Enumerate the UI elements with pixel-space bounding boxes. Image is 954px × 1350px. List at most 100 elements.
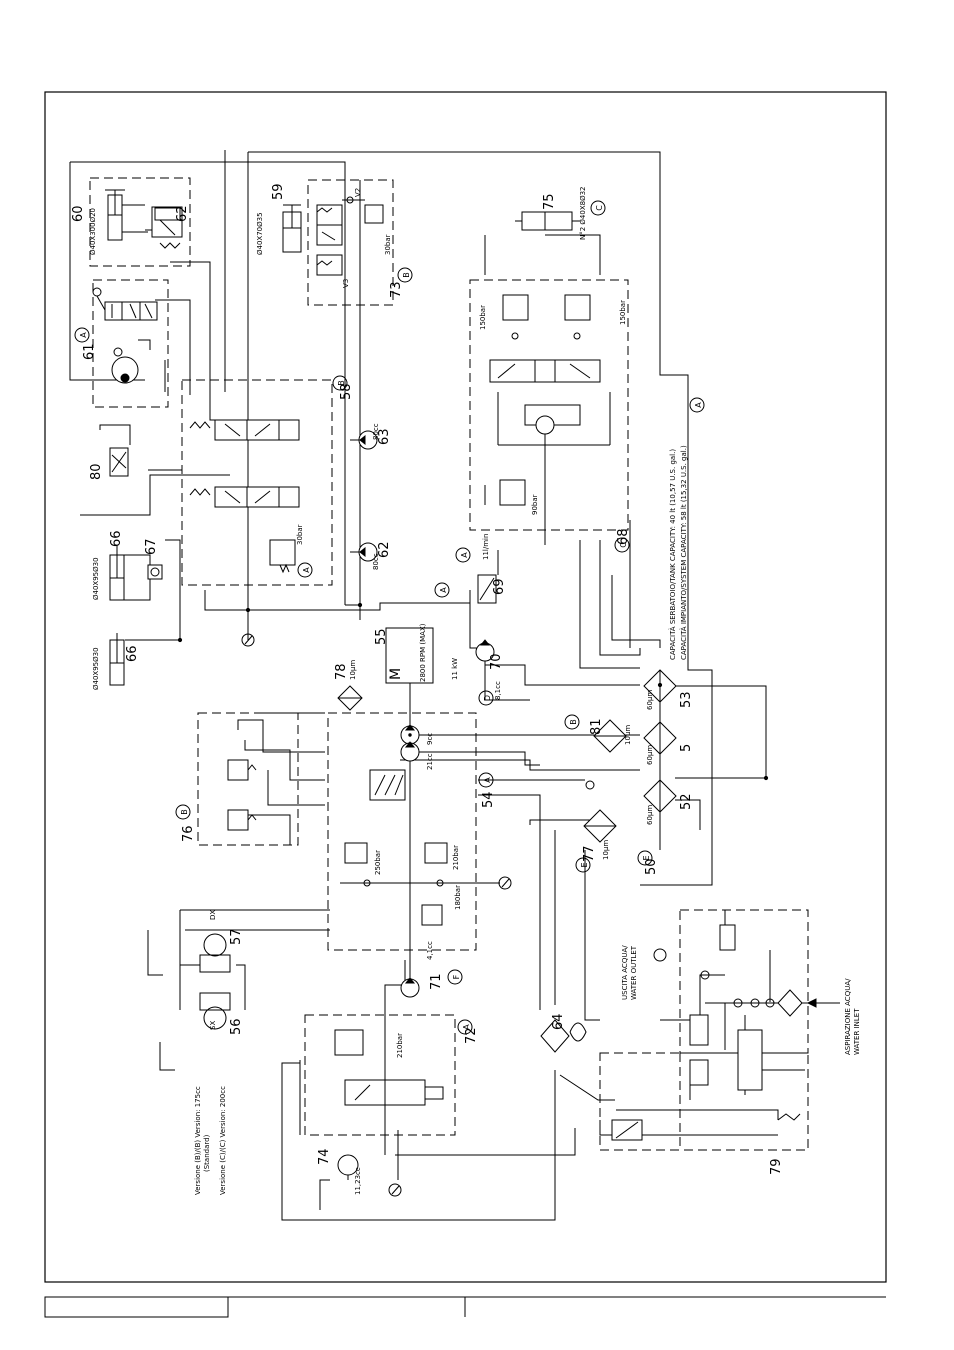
group-68-box (469, 279, 629, 531)
junction-dots (177, 602, 769, 781)
label-76: 76 (181, 825, 196, 842)
filter-52 (643, 779, 677, 813)
spec-motor-55-symbol: M (388, 668, 404, 680)
spec-motor-55-power: 11 kW (451, 658, 459, 680)
marker-61: A (79, 332, 88, 338)
directional-valve-54 (369, 769, 406, 801)
group-72-box (304, 1014, 456, 1136)
version-standard: (Standard) (203, 1134, 211, 1172)
label-61: 61 (82, 343, 97, 360)
cylinder-66a (109, 545, 125, 601)
spec-motor-74: 11,23cc (354, 1167, 362, 1195)
relief-valves-54 (340, 842, 500, 926)
pump-70 (475, 639, 495, 662)
label-58: 58 (339, 383, 354, 400)
valve-61 (92, 287, 158, 321)
flow-regulator-69 (477, 574, 497, 604)
spec-relief-180: 180bar (454, 885, 462, 910)
spec-relief-210-72: 210bar (396, 1033, 404, 1058)
version-c: Versione (C)/(C) Version: 200cc (219, 1086, 227, 1195)
spec-motor-62: 80cc (372, 553, 380, 570)
filter-5 (643, 721, 677, 755)
marker-69: A (439, 587, 448, 593)
marker-tank: A (694, 402, 703, 408)
spec-relief-250: 250bar (374, 850, 382, 875)
spec-valve-v3: V3 (342, 279, 350, 288)
spec-pump-70: 8,1cc (494, 681, 502, 700)
spec-pump-71: 4,1cc (426, 941, 434, 960)
group-54-box (327, 712, 477, 951)
spec-relief-30-73: 30bar (384, 234, 392, 255)
version-b: Versione (B)/(B) Version: 175cc (194, 1086, 202, 1195)
title-block (44, 1296, 886, 1318)
marker-71: F (452, 974, 461, 979)
marker-73: B (402, 272, 411, 278)
marker-70: D (483, 695, 492, 701)
spec-cylinder-60: Ø40X300Ø20 (89, 208, 97, 255)
pump-71 (400, 977, 420, 998)
valve-group-72 (334, 1029, 444, 1106)
hydraulic-motor-74 (319, 1154, 359, 1210)
spec-relief-210-54: 210bar (452, 845, 460, 870)
water-inlet-arrow (806, 998, 840, 1008)
pump-61 (111, 339, 151, 384)
marker-77: E (580, 862, 589, 867)
hydraulic-motor-56 (159, 992, 231, 1071)
filter-78 (337, 685, 363, 711)
group-79-lower-box (599, 1052, 809, 1151)
cylinder-75 (515, 211, 580, 231)
label-55: 55 (374, 628, 389, 645)
pressure-gauge-58 (241, 633, 255, 647)
label-78: 78 (334, 663, 349, 680)
spec-filter-81: 10µm (624, 725, 632, 745)
label-50: 50 (644, 858, 659, 875)
label-59: 59 (271, 183, 286, 200)
water-inlet-it: ASPIRAZIONE ACQUA/ (844, 978, 852, 1055)
tank-capacity-en: CAPACITÀ IMPIANTO/SYSTEM CAPACITY: 58 lt… (679, 445, 688, 660)
pressure-gauge-72 (388, 1183, 402, 1197)
spec-pump-54a: 9cc (426, 733, 434, 745)
valve-62-on-cylinder-60 (145, 206, 183, 249)
flow-valve-80 (109, 447, 129, 477)
marker-76: B (180, 809, 189, 815)
label-53: 53 (679, 691, 694, 708)
marker-58-relief: A (302, 567, 311, 573)
hydraulic-motor-57 (147, 930, 231, 976)
tank-capacity-it: CAPACITÀ SERBATOIO/TANK CAPACITY: 40 lt … (668, 449, 677, 660)
marker-72: A (462, 1024, 471, 1030)
notes: CAPACITÀ SERBATOIO/TANK CAPACITY: 40 lt … (194, 445, 861, 1195)
spec-valve-v2: V2 (354, 188, 362, 197)
label-54: 54 (481, 791, 496, 808)
group-73-box (307, 179, 394, 306)
cylinder-59 (282, 204, 302, 253)
spec-relief-150a: 150bar (479, 305, 487, 330)
pipe-network (69, 150, 805, 1221)
cooler-64 (540, 1019, 587, 1053)
spec-filter-78: 10µm (349, 660, 357, 680)
check-valve-67 (147, 564, 163, 580)
spec-filter-52: 60µm (646, 805, 654, 825)
label-52: 52 (679, 793, 694, 810)
label-74: 74 (317, 1148, 332, 1165)
valve-group-68 (484, 294, 611, 545)
group-58-box (181, 379, 333, 586)
water-outlet-en: WATER OUTLET (630, 945, 638, 1000)
group-61-box (92, 279, 169, 408)
spec-flow-69: 11l/min (482, 534, 490, 560)
label-60: 60 (71, 205, 86, 222)
drawing-frame (44, 91, 887, 1283)
electric-motor-55 (385, 627, 434, 700)
valve-73 (316, 196, 384, 276)
label-62-small: 62 (175, 205, 190, 222)
marker-75: C (595, 205, 604, 211)
valve-group-58 (189, 419, 300, 574)
circle-markers: A B A B C A C A A D B E E A B F A (74, 200, 705, 1035)
label-56: 56 (229, 1018, 244, 1035)
label-72: 72 (464, 1027, 479, 1044)
marker-68: C (619, 542, 628, 548)
valve-group-76 (227, 759, 257, 831)
pressure-gauge-54 (498, 876, 512, 890)
label-69: 69 (492, 578, 507, 595)
water-circuit-79 (611, 924, 822, 1141)
spec-motor-56: SX (209, 1021, 217, 1030)
